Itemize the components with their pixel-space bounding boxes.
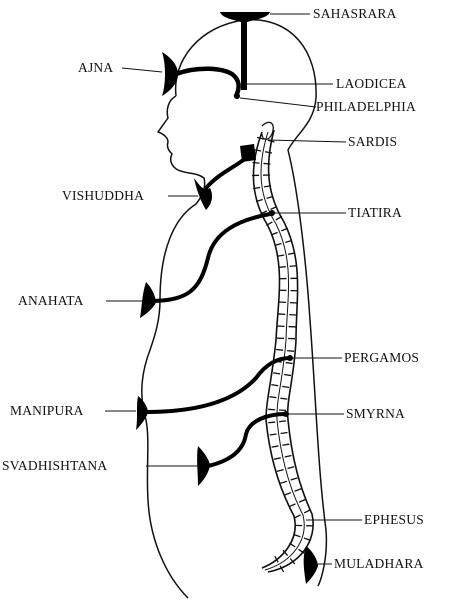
vertebra-tick bbox=[289, 265, 297, 267]
vertebra-tick bbox=[285, 361, 293, 365]
ajna-chakra bbox=[162, 52, 178, 96]
manipura-chakra bbox=[136, 396, 148, 430]
label-pergamos: PERGAMOS bbox=[344, 350, 420, 365]
vertebra-tick bbox=[290, 477, 298, 481]
vertebra-tick bbox=[287, 252, 296, 255]
vertebra-tick bbox=[274, 242, 282, 247]
muladhara-chakra bbox=[303, 546, 318, 584]
leader-philadelphia bbox=[239, 97, 317, 108]
tiatira-node bbox=[269, 210, 275, 216]
label-laodicea: LAODICEA bbox=[336, 76, 407, 91]
svadhishtana-chakra bbox=[197, 446, 210, 486]
spine-left-edge bbox=[252, 131, 296, 569]
label-anahata: ANAHATA bbox=[18, 293, 84, 308]
vertebra-tick bbox=[287, 466, 295, 470]
vertebra-tick bbox=[266, 221, 273, 226]
label-ajna: AJNA bbox=[78, 60, 114, 75]
ear-shape bbox=[261, 121, 274, 140]
vertebra-tick bbox=[279, 420, 287, 423]
vertebra-tick bbox=[282, 443, 290, 446]
vertebra-tick bbox=[260, 210, 268, 215]
vertebra-tick bbox=[266, 195, 274, 199]
body-outline bbox=[141, 19, 328, 599]
vishuddha-collar bbox=[240, 144, 256, 162]
vertebra-tick bbox=[269, 396, 277, 399]
vertebra-tick bbox=[284, 492, 292, 496]
sahasrara-chakra bbox=[220, 12, 270, 90]
anahata-chakra bbox=[140, 282, 156, 318]
vertebra-tick bbox=[264, 151, 273, 154]
vertebra-tick bbox=[280, 397, 288, 400]
vertebra-tick bbox=[280, 480, 288, 484]
vertebra-tick bbox=[271, 445, 279, 448]
vertebra-tick bbox=[254, 149, 262, 152]
vertebra-tick bbox=[285, 239, 293, 244]
vertebra-tick bbox=[281, 227, 289, 232]
vertebra-tick bbox=[275, 215, 283, 221]
leader-sardis bbox=[267, 139, 347, 143]
smyrna-node bbox=[283, 411, 289, 417]
vertebra-tick bbox=[276, 468, 284, 472]
laodicea-node bbox=[240, 81, 246, 87]
label-philadelphia: PHILADELPHIA bbox=[316, 99, 416, 114]
vertebra-tick bbox=[263, 162, 271, 165]
vertebra-tick bbox=[303, 537, 311, 541]
leader-ajna bbox=[121, 67, 163, 73]
vertebra-tick bbox=[270, 231, 278, 236]
anahata-nadi bbox=[152, 212, 272, 303]
vertebra-tick bbox=[276, 348, 284, 351]
vertebrae-group bbox=[252, 136, 314, 573]
vishuddha-nadi bbox=[204, 154, 250, 190]
svadhishtana-nadi bbox=[206, 412, 288, 468]
vishuddha-chakra bbox=[194, 178, 213, 210]
manipura-nadi bbox=[144, 356, 292, 414]
vertebra-tick bbox=[294, 488, 302, 492]
label-svadhishtana: SVADHISHTANA bbox=[2, 458, 108, 473]
vertebra-tick bbox=[298, 498, 306, 503]
vertebra-tick bbox=[289, 558, 296, 565]
vertebra-tick bbox=[256, 136, 264, 140]
label-ephesus: EPHESUS bbox=[364, 512, 424, 527]
spinal-cord bbox=[260, 131, 305, 571]
vertebra-tick bbox=[283, 373, 292, 377]
vertebra-tick bbox=[298, 548, 305, 554]
vertebra-tick bbox=[273, 372, 281, 375]
vertebra-tick bbox=[289, 542, 296, 548]
vertebra-tick bbox=[280, 431, 288, 435]
label-sahasrara: SAHASRARA bbox=[313, 6, 397, 21]
vertebra-tick bbox=[269, 433, 277, 436]
vertebra-tick bbox=[287, 349, 295, 352]
leader-lines bbox=[105, 13, 362, 565]
vertebra-tick bbox=[288, 503, 296, 508]
label-muladhara: MULADHARA bbox=[334, 556, 424, 571]
vertebra-tick bbox=[279, 565, 285, 573]
label-sardis: SARDIS bbox=[348, 134, 398, 149]
vertebra-tick bbox=[252, 161, 260, 164]
philadelphia-node bbox=[234, 93, 240, 99]
label-vishuddha: VISHUDDHA bbox=[62, 188, 145, 203]
vertebra-tick bbox=[263, 185, 272, 188]
ajna-nadi bbox=[173, 66, 241, 99]
vertebra-tick bbox=[270, 205, 278, 210]
vertebra-tick bbox=[282, 385, 290, 389]
vertebra-tick bbox=[274, 555, 279, 563]
vertebra-tick bbox=[293, 533, 301, 538]
label-smyrna: SMYRNA bbox=[346, 406, 405, 421]
vertebra-tick bbox=[277, 254, 285, 257]
pergamos-node bbox=[287, 355, 293, 361]
vertebra-tick bbox=[273, 457, 281, 460]
vertebra-tick bbox=[303, 509, 311, 514]
vertebra-tick bbox=[278, 266, 286, 268]
vertebra-tick bbox=[282, 549, 289, 557]
vertebra-tick bbox=[294, 514, 301, 519]
vertebra-tick bbox=[284, 454, 292, 458]
vertebra-tick bbox=[253, 186, 261, 190]
vertebra-tick bbox=[271, 383, 279, 387]
label-manipura: MANIPURA bbox=[10, 403, 84, 418]
vertebra-tick bbox=[268, 421, 276, 424]
vertebra-tick bbox=[255, 198, 263, 203]
label-tiatira: TIATIRA bbox=[348, 205, 402, 220]
